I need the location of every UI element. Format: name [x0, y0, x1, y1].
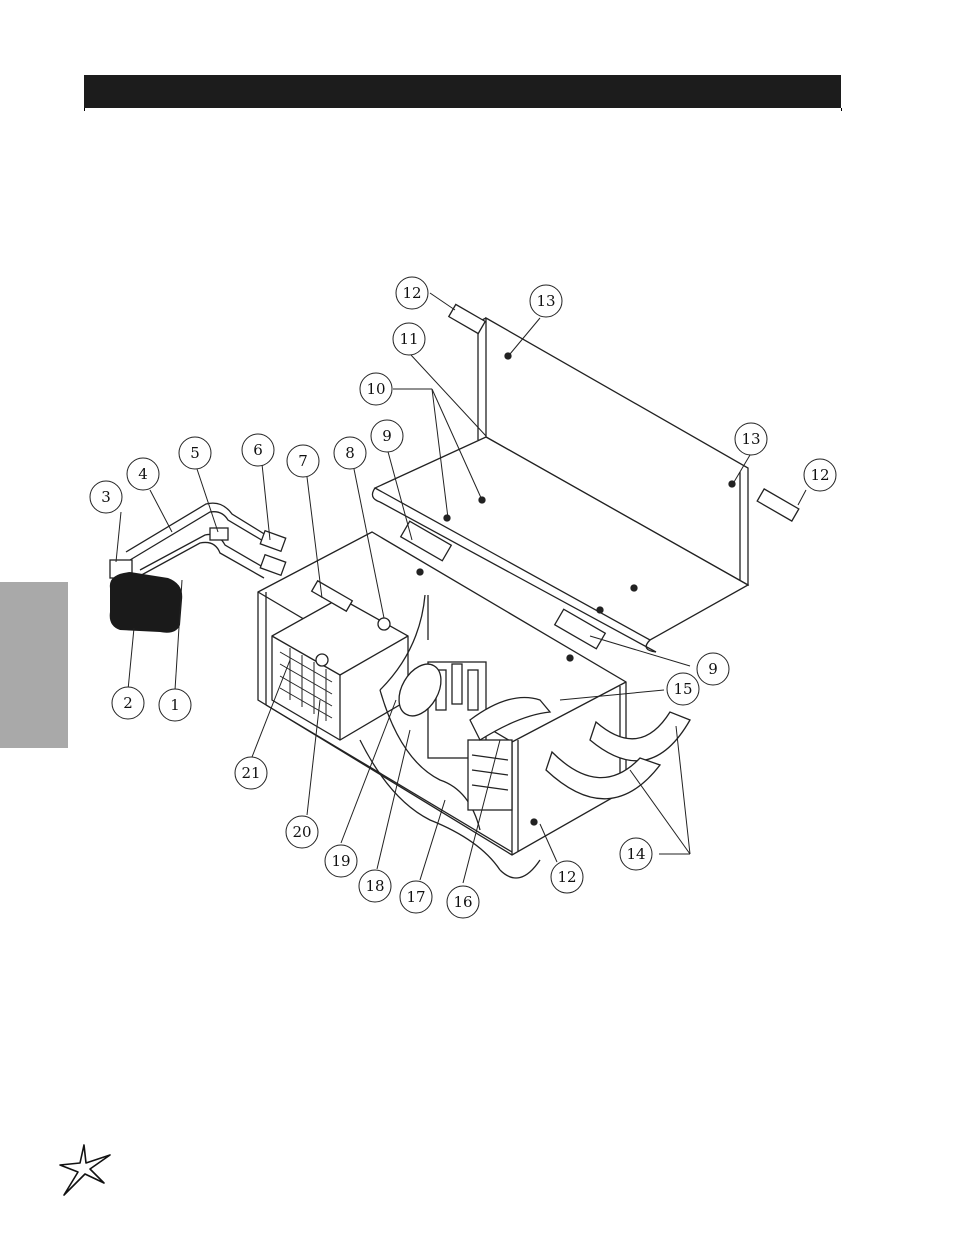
- callout-c3: 3: [89, 480, 123, 514]
- hose-upper: [589, 711, 691, 762]
- callout-c19: 19: [324, 844, 358, 878]
- callout-label: 7: [298, 452, 308, 470]
- cable-15: [469, 696, 552, 741]
- callout-c13a: 13: [529, 284, 563, 318]
- callout-c4: 4: [126, 457, 160, 491]
- header-bar: [84, 75, 841, 108]
- callout-circle: [324, 844, 358, 878]
- callout-circle: [359, 372, 393, 406]
- callout-circle: [358, 869, 392, 903]
- callout-c10: 10: [359, 372, 393, 406]
- callout-circle: [395, 276, 429, 310]
- callout-circle: [734, 422, 768, 456]
- callout-circle: [529, 284, 563, 318]
- bracket-top: [447, 303, 487, 335]
- section-side-tab: [0, 582, 68, 748]
- callout-label: 4: [138, 465, 148, 483]
- callout-c14: 14: [619, 837, 653, 871]
- callout-c5: 5: [178, 436, 212, 470]
- callout-circle: [234, 756, 268, 790]
- callout-circle: [550, 860, 584, 894]
- callout-label: 12: [810, 466, 829, 484]
- callout-circle: [803, 458, 837, 492]
- callout-label: 3: [101, 488, 111, 506]
- callout-circle: [126, 457, 160, 491]
- callout-label: 1: [170, 696, 180, 714]
- callout-label: 12: [402, 284, 421, 302]
- callout-label: 13: [741, 430, 760, 448]
- callout-c20: 20: [285, 815, 319, 849]
- hose-lower: [545, 750, 662, 800]
- header-rule: [84, 108, 842, 111]
- callout-label: 11: [399, 330, 418, 348]
- callout-label: 6: [253, 441, 263, 459]
- callout-c18: 18: [358, 869, 392, 903]
- callout-label: 14: [626, 845, 645, 863]
- callout-circle: [392, 322, 426, 356]
- leader-lines: [115, 292, 807, 884]
- callout-circle: [286, 444, 320, 478]
- callout-c17: 17: [399, 880, 433, 914]
- callout-circle: [178, 436, 212, 470]
- callout-c13b: 13: [734, 422, 768, 456]
- callout-label: 16: [453, 893, 472, 911]
- callout-label: 17: [406, 888, 425, 906]
- callout-circle: [619, 837, 653, 871]
- callout-circle: [158, 688, 192, 722]
- callout-label: 19: [331, 852, 350, 870]
- callout-c6: 6: [241, 433, 275, 467]
- callout-c7: 7: [286, 444, 320, 478]
- callout-label: 21: [241, 764, 260, 782]
- callout-label: 15: [673, 680, 692, 698]
- callout-c21: 21: [234, 756, 268, 790]
- callout-circle: [696, 652, 730, 686]
- callout-c12b: 12: [803, 458, 837, 492]
- callout-circle: [370, 419, 404, 453]
- diagram-linework: [109, 303, 800, 879]
- callout-c9a: 9: [370, 419, 404, 453]
- callout-circle: [666, 672, 700, 706]
- callout-label: 10: [366, 380, 385, 398]
- callout-circle: [111, 686, 145, 720]
- star-logo-icon: [59, 1144, 111, 1196]
- callout-circle: [89, 480, 123, 514]
- callout-label: 9: [382, 427, 392, 445]
- callout-label: 8: [345, 444, 355, 462]
- callout-label: 12: [557, 868, 576, 886]
- callout-c12c: 12: [550, 860, 584, 894]
- callout-circle: [399, 880, 433, 914]
- callout-c11: 11: [392, 322, 426, 356]
- cable-boot: [398, 663, 442, 717]
- callout-label: 20: [292, 823, 311, 841]
- callout-c12a: 12: [395, 276, 429, 310]
- callout-c2: 2: [111, 686, 145, 720]
- hinge-left: [399, 520, 453, 562]
- callout-label: 13: [536, 292, 555, 310]
- callout-c8: 8: [333, 436, 367, 470]
- callout-label: 2: [123, 694, 133, 712]
- bracket-right: [756, 488, 800, 522]
- callout-c16: 16: [446, 885, 480, 919]
- callout-circle: [285, 815, 319, 849]
- hinge-right: [553, 608, 607, 650]
- battery-strap: [310, 579, 354, 613]
- callout-label: 9: [708, 660, 718, 678]
- callout-c9b: 9: [696, 652, 730, 686]
- terminal-cover-part-2: [109, 572, 183, 633]
- callout-circle: [241, 433, 275, 467]
- callout-label: 18: [365, 877, 384, 895]
- callout-c1: 1: [158, 688, 192, 722]
- callout-c15: 15: [666, 672, 700, 706]
- callout-label: 5: [190, 444, 200, 462]
- callout-circle: [446, 885, 480, 919]
- callout-circle: [333, 436, 367, 470]
